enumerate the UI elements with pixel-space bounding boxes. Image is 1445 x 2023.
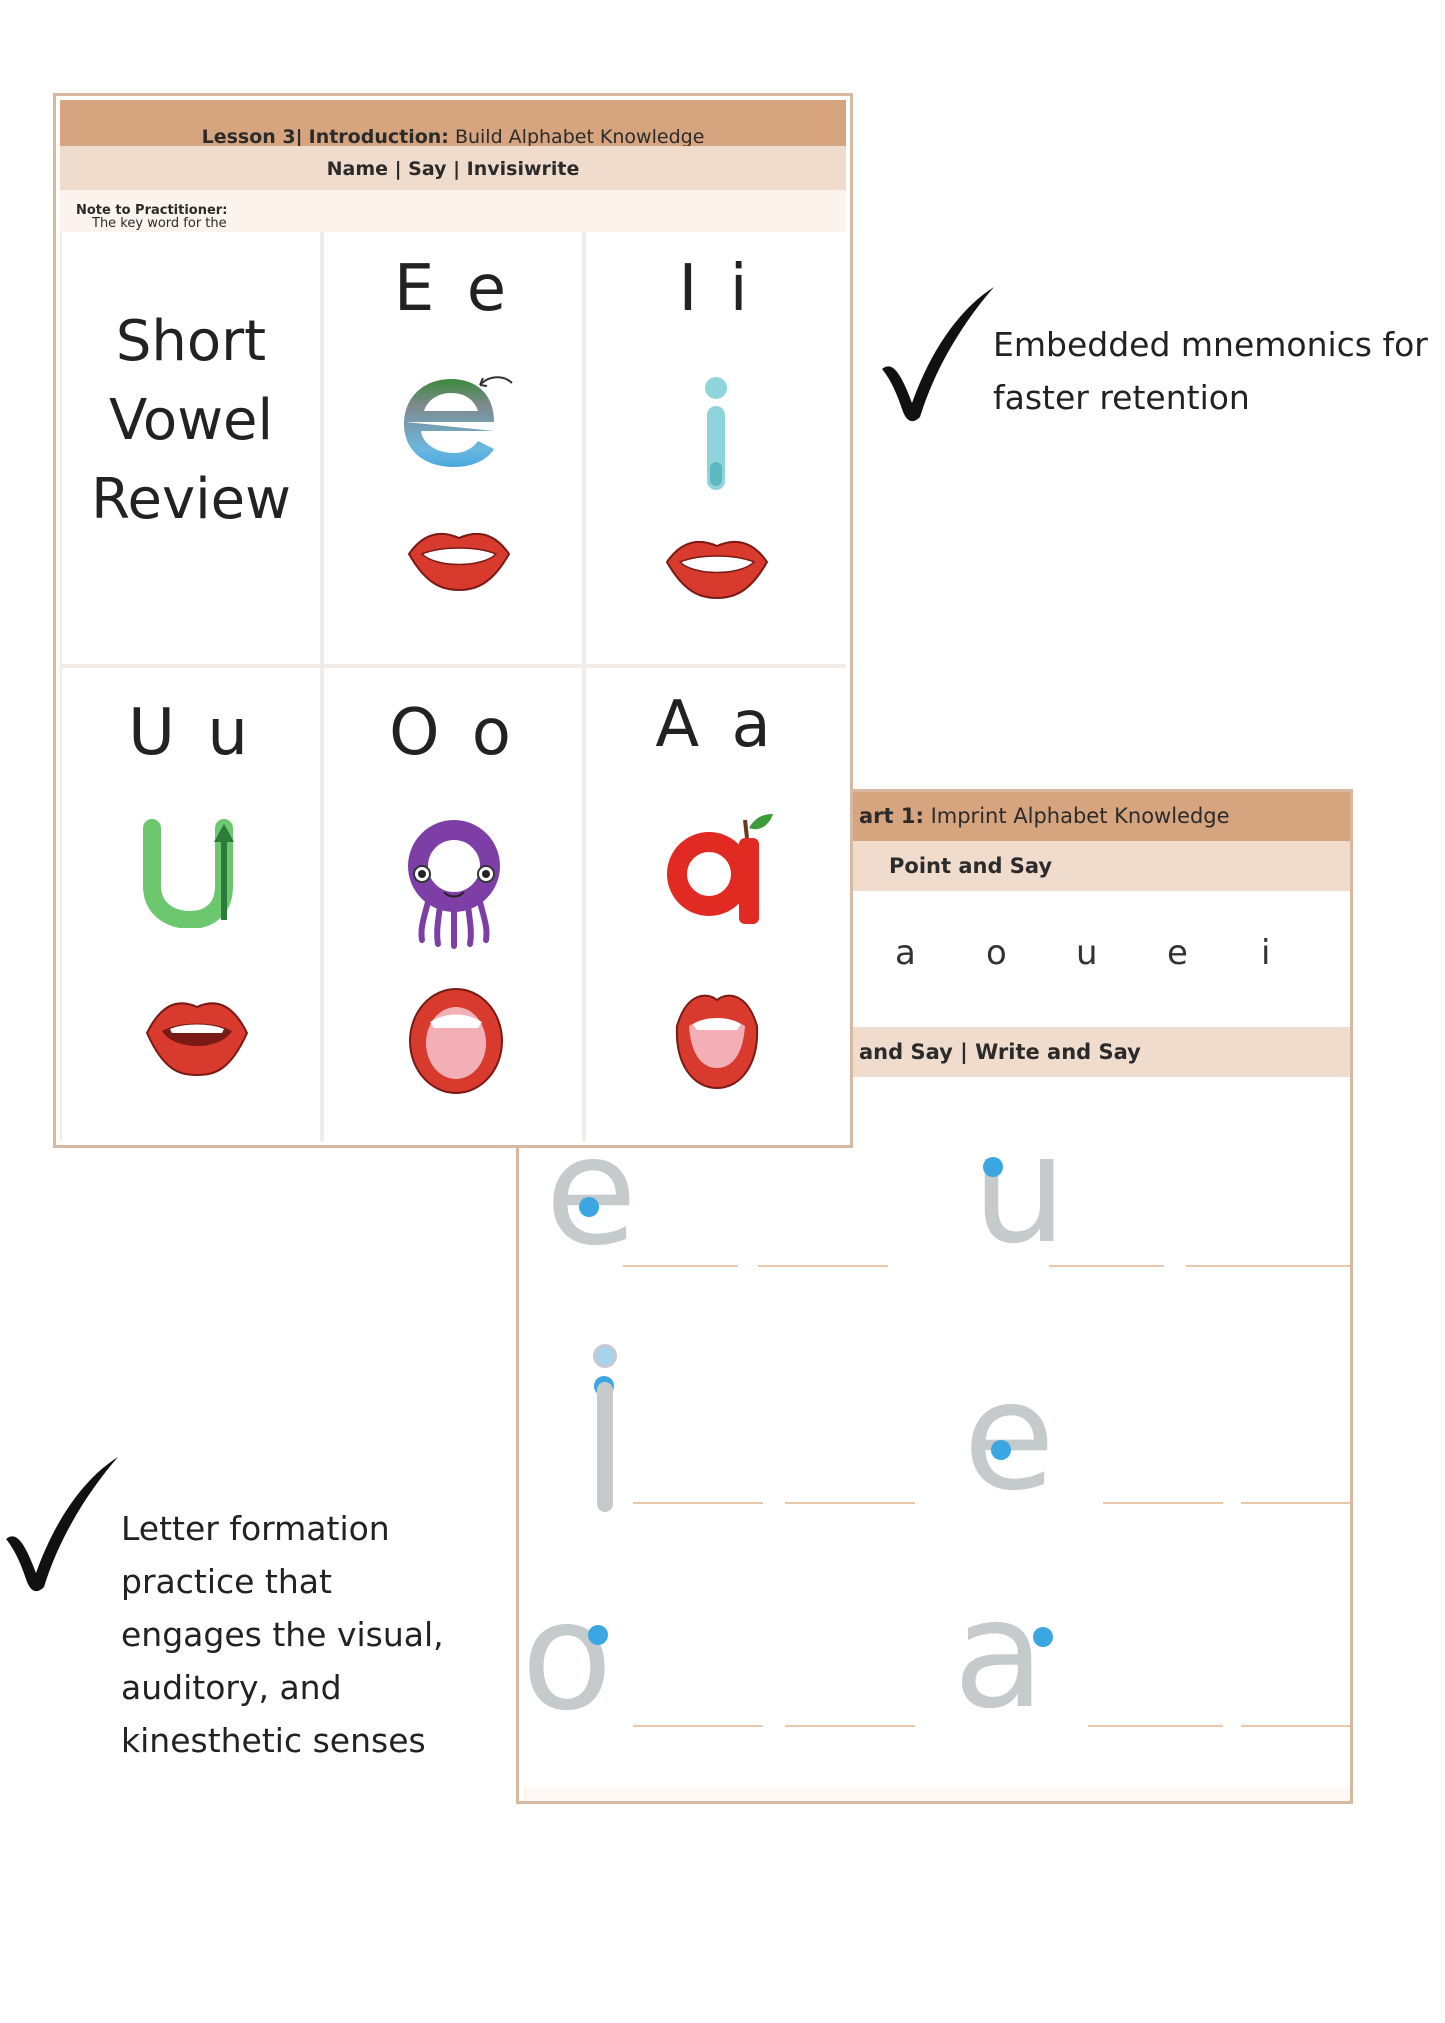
lesson-number: Lesson 3| xyxy=(201,126,303,148)
letter-pair: A a xyxy=(655,688,777,762)
writing-line[interactable] xyxy=(1049,1265,1164,1267)
writing-line[interactable] xyxy=(1103,1502,1223,1504)
writing-line[interactable] xyxy=(1241,1502,1350,1504)
mouth-round-icon xyxy=(409,988,503,1094)
lesson-intro-label: Introduction: xyxy=(308,126,449,148)
lesson-subheader-label: Name | Say | Invisiwrite xyxy=(326,158,580,180)
trace-row: i e xyxy=(523,1302,1350,1544)
vowel-card-a: A a xyxy=(586,668,846,1145)
writing-line[interactable] xyxy=(785,1502,915,1504)
vowel-card-i: I i xyxy=(586,232,846,664)
trace-letter: e xyxy=(963,1350,1056,1524)
writing-line[interactable] xyxy=(1241,1725,1350,1727)
vowel-grid: Short Vowel Review E e I i xyxy=(60,232,846,1145)
start-dot xyxy=(983,1157,1003,1177)
writing-line[interactable] xyxy=(633,1502,763,1504)
edge-mnemonic-icon xyxy=(404,376,513,467)
vowel-card-e: E e xyxy=(324,232,582,664)
part-label: art 1: xyxy=(859,804,924,828)
checkmark-icon xyxy=(882,287,994,422)
note-label: Note to Practitioner: xyxy=(76,203,228,218)
writing-line[interactable] xyxy=(633,1725,763,1727)
write-and-say-label: and Say | Write and Say xyxy=(859,1040,1141,1064)
start-dot xyxy=(593,1344,617,1368)
letter-pair: I i xyxy=(678,252,754,326)
trace-practice-area: e u i e o a xyxy=(521,1077,1350,1801)
lesson-header: Lesson 3| Introduction: Build Alphabet K… xyxy=(60,100,846,148)
vowel-card-o: O o xyxy=(324,668,582,1145)
trace-row: o a xyxy=(521,1542,1350,1787)
letter-item: e xyxy=(1167,933,1188,973)
writing-line[interactable] xyxy=(758,1265,888,1267)
practitioner-note: Note to Practitioner: The key word for t… xyxy=(60,190,846,261)
start-dot xyxy=(1033,1627,1053,1647)
mouth-open-icon xyxy=(145,1002,249,1077)
mouth-wide-icon xyxy=(675,994,759,1090)
writing-line[interactable] xyxy=(785,1725,915,1727)
start-dot xyxy=(991,1440,1011,1460)
trace-letter: u xyxy=(972,1103,1068,1277)
checkmark-icon xyxy=(6,1457,118,1592)
vowel-review-card: Lesson 3| Introduction: Build Alphabet K… xyxy=(53,93,853,1148)
trace-letter: o xyxy=(521,1570,613,1744)
writing-line[interactable] xyxy=(1186,1265,1350,1267)
review-title-cell: Short Vowel Review xyxy=(62,232,320,664)
letter-item: o xyxy=(986,933,1007,973)
letter-item: i xyxy=(1261,933,1271,973)
start-dot xyxy=(579,1197,599,1217)
letter-item: u xyxy=(1076,933,1098,973)
trace-letter-stem xyxy=(597,1382,613,1512)
point-and-say-label: Point and Say xyxy=(889,854,1053,878)
mouth-smile-icon xyxy=(407,532,511,592)
letter-pair: U u xyxy=(128,696,254,770)
octopus-o-icon xyxy=(408,820,500,949)
writing-line[interactable] xyxy=(1088,1725,1223,1727)
letter-formation-note: Letter formation practice that engages t… xyxy=(121,1509,444,1760)
writing-line[interactable] xyxy=(623,1265,738,1267)
letter-pair: E e xyxy=(393,252,513,326)
apple-a-icon xyxy=(667,814,773,924)
part-topic: Imprint Alphabet Knowledge xyxy=(930,804,1230,828)
start-dot xyxy=(588,1625,608,1645)
up-arrow-u-icon xyxy=(143,819,234,928)
mnemonics-note: Embedded mnemonics for faster retention xyxy=(993,325,1428,417)
mouth-smile-icon xyxy=(665,540,769,600)
lesson-topic: Build Alphabet Knowledge xyxy=(454,126,705,148)
i-mnemonic-icon xyxy=(705,377,727,490)
letter-pair: O o xyxy=(389,696,517,770)
review-title: Short Vowel Review xyxy=(91,309,291,532)
vowel-card-u: U u xyxy=(62,668,320,1145)
letter-item: a xyxy=(895,933,916,973)
lesson-subheader: Name | Say | Invisiwrite xyxy=(60,146,846,190)
trace-letter: a xyxy=(953,1568,1045,1742)
